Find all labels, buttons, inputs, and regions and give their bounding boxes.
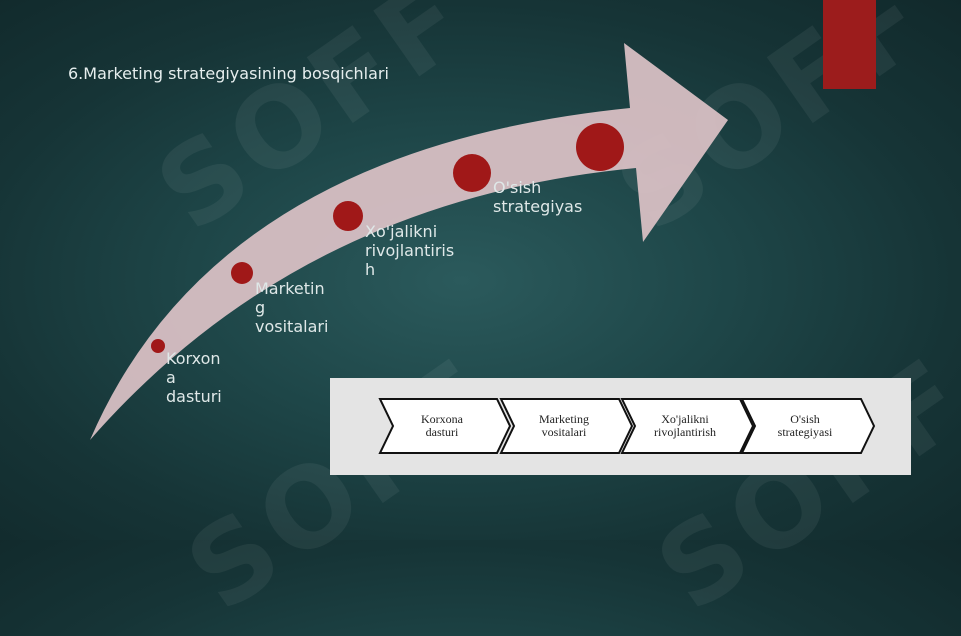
slide-title: 6.Marketing strategiyasining bosqichlari: [68, 64, 389, 83]
arrow-step-label: Marketin g vositalari: [255, 279, 329, 336]
step-dot: [151, 339, 165, 353]
chevron-step: [620, 398, 755, 454]
arrow-step-label: Korxon a dasturi: [166, 349, 222, 406]
accent-tab: [823, 0, 876, 89]
chevron-step: [740, 398, 876, 454]
chevron-flow: [378, 398, 876, 454]
step-dot: [231, 262, 253, 284]
growth-arrow: [90, 43, 728, 440]
step-dot: [576, 123, 624, 171]
chevron-step: [378, 398, 512, 454]
chevron-step: [499, 398, 634, 454]
arrow-step-label: Xo'jalikni rivojlantiris h: [365, 222, 455, 279]
step-dot: [453, 154, 491, 192]
slide: SOFF SOFF SOFF SOFF 6.Marketing strategi…: [68, 0, 911, 475]
growth-arrow-diagram: [90, 43, 728, 440]
step-dot: [333, 201, 363, 231]
arrow-step-label: O'sish strategiyas: [493, 178, 583, 216]
